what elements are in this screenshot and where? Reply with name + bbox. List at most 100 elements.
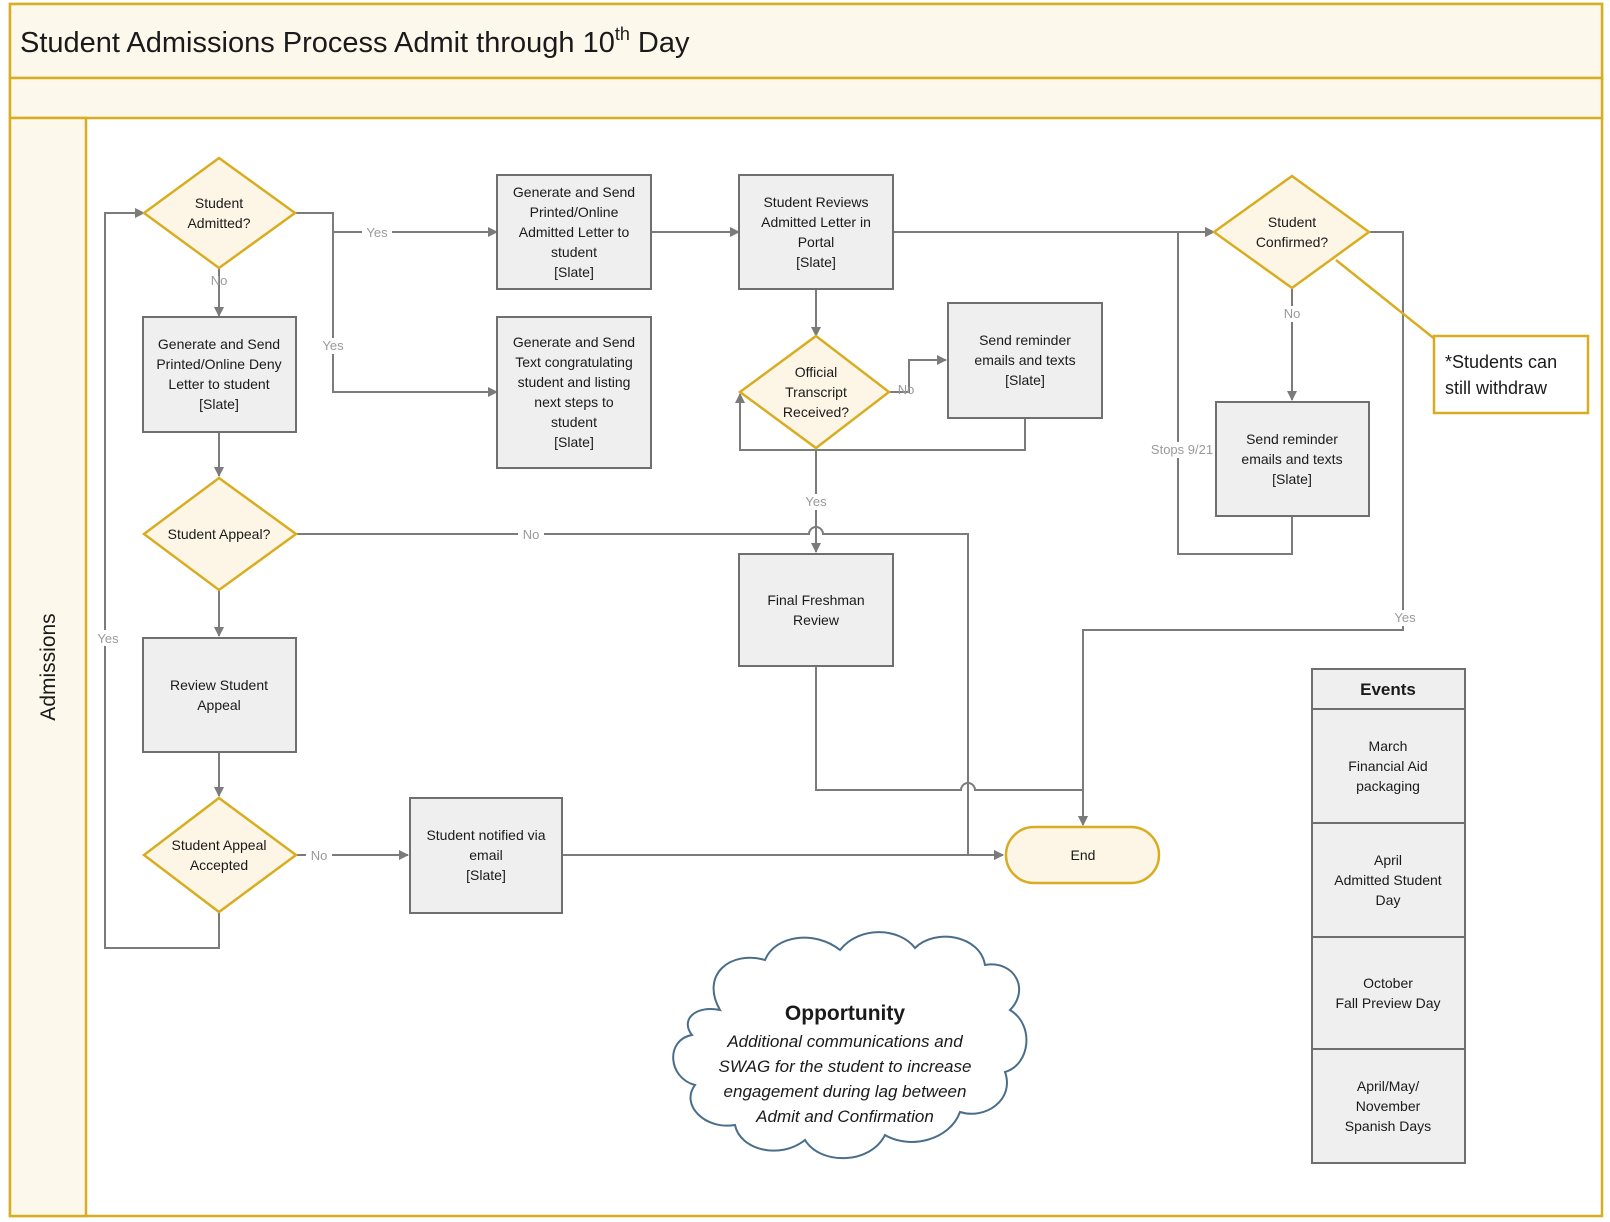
text-line: Confirmed? <box>1256 234 1329 250</box>
note-connector <box>1335 259 1437 341</box>
text-line: Admitted Letter in <box>761 214 871 230</box>
text-line: Student notified via <box>426 827 545 843</box>
text-line: Fall Preview Day <box>1335 995 1440 1011</box>
text-line: [Slate] <box>466 867 506 883</box>
text-line: Financial Aid <box>1348 758 1427 774</box>
process-send-reminder-2 <box>1215 401 1370 517</box>
text-line: Spanish Days <box>1345 1118 1431 1134</box>
diagram-title: Student Admissions Process Admit through… <box>20 24 690 59</box>
terminal-end <box>1004 825 1161 885</box>
process-generate-admit-letter <box>496 174 652 290</box>
text-line: email <box>469 847 502 863</box>
terminal-end-label: End <box>1071 847 1096 863</box>
decision-student-appeal <box>141 476 299 592</box>
text-line: Portal <box>798 234 835 250</box>
text-line: emails and texts <box>1241 451 1342 467</box>
edge-admitted-yes <box>295 212 498 237</box>
lane-label-admissions: Admissions <box>37 613 60 720</box>
process-send-reminder-1 <box>947 302 1103 419</box>
opportunity-cloud: Opportunity Additional communications an… <box>672 931 1028 1160</box>
text-line: [Slate] <box>1272 471 1312 487</box>
events-item-april <box>1311 822 1466 938</box>
lane-header <box>8 116 88 1218</box>
edge-label-no-appeal: No <box>523 527 540 542</box>
text-line: Admitted Letter to <box>519 224 630 240</box>
text-line: Generate and Send <box>513 184 635 200</box>
text-line: End <box>1071 847 1096 863</box>
text-line: next steps to <box>534 394 614 410</box>
title-band <box>8 2 1604 80</box>
text-line: Student <box>1268 214 1316 230</box>
text-line: [Slate] <box>796 254 836 270</box>
edge-label-stops: Stops 9/21 <box>1151 442 1213 457</box>
text-line: student <box>551 414 597 430</box>
edge-label-no-admit: No <box>211 273 228 288</box>
text-line: student and listing <box>518 374 631 390</box>
edge-label-yes-admit: Yes <box>366 225 388 240</box>
edge-remind1-back <box>735 393 1026 451</box>
edge-label-yes-text: Yes <box>322 338 344 353</box>
text-line: Admitted? <box>187 215 250 231</box>
text-line: student <box>551 244 597 260</box>
text-line: Letter to student <box>168 376 269 392</box>
text-line: [Slate] <box>554 434 594 450</box>
text-line: Send reminder <box>1246 431 1338 447</box>
decision-appeal-accepted <box>141 796 299 914</box>
text-line: Generate and Send <box>513 334 635 350</box>
decision-student-appeal-label: Student Appeal? <box>168 526 271 542</box>
opportunity-line-2: SWAG for the student to increase <box>719 1057 972 1076</box>
decision-student-admitted <box>141 156 298 270</box>
process-review-student-appeal <box>142 637 297 753</box>
text-line: Printed/Online <box>530 204 619 220</box>
edge-label-no-confirmed: No <box>1284 306 1301 321</box>
withdraw-note-line-2: still withdraw <box>1445 378 1548 398</box>
opportunity-line-3: engagement during lag between <box>724 1082 967 1101</box>
process-final-freshman-review <box>738 553 894 667</box>
process-send-reminder-2-label: Send reminder emails and texts [Slate] <box>1241 431 1342 487</box>
phase-band <box>8 76 1604 120</box>
text-line: Review <box>793 612 840 628</box>
text-line: Student Appeal <box>172 837 267 853</box>
text-line: Student <box>195 195 243 211</box>
edge-transcript-no <box>889 355 947 393</box>
opportunity-line-4: Admit and Confirmation <box>755 1107 934 1126</box>
withdraw-note-line-1: *Students can <box>1445 352 1557 372</box>
edge-label-yes-confirmed: Yes <box>1394 610 1416 625</box>
text-line: Admitted Student <box>1334 872 1442 888</box>
text-line: Generate and Send <box>158 336 280 352</box>
text-line: March <box>1369 738 1408 754</box>
edge-label-no-transcript: No <box>898 382 915 397</box>
text-line: Student Reviews <box>763 194 868 210</box>
process-generate-deny-letter <box>142 316 297 433</box>
decision-student-confirmed <box>1211 174 1372 290</box>
edge-appeal-no <box>296 526 1004 860</box>
text-line: Final Freshman <box>767 592 864 608</box>
text-line: Printed/Online Deny <box>156 356 281 372</box>
text-line: April <box>1374 852 1402 868</box>
text-line: Accepted <box>190 857 248 873</box>
process-student-reviews-letter <box>738 174 894 290</box>
edge-accepted-yes-loop <box>104 208 220 949</box>
opportunity-cloud-shape <box>672 931 1028 1160</box>
text-line: [Slate] <box>199 396 239 412</box>
edge-label-no-accepted: No <box>311 848 328 863</box>
text-line: Send reminder <box>979 332 1071 348</box>
text-line: Text congratulating <box>515 354 633 370</box>
text-line: Received? <box>783 404 849 420</box>
edge-label-yes-transcript: Yes <box>805 494 827 509</box>
edge-remind2-loop <box>1177 227 1293 555</box>
events-item-march <box>1311 708 1466 824</box>
text-line: Official <box>795 364 838 380</box>
text-line: Student Appeal? <box>168 526 271 542</box>
